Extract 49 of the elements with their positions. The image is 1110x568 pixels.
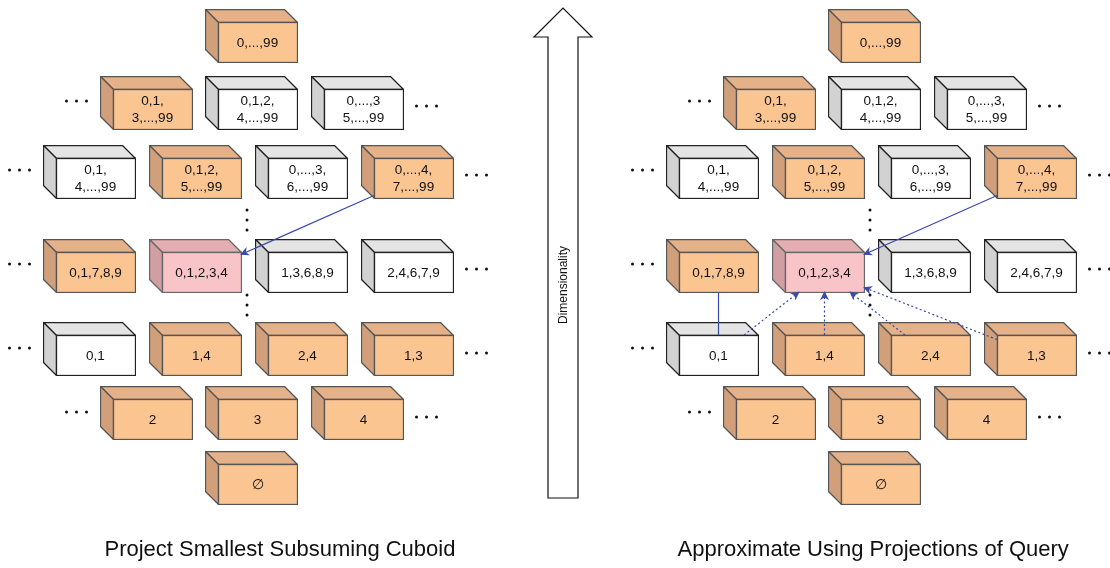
node-label: 3 — [876, 410, 885, 428]
caption-text: Approximate Using Projections of Query — [677, 536, 1069, 562]
node-label: 2 — [148, 410, 157, 428]
node-label: 0,1,7,8,9 — [69, 263, 122, 281]
node-label: 0,...,3 5,...,99 — [341, 92, 386, 126]
node-label: 2,4,6,7,9 — [387, 263, 440, 281]
node-label: 1,3,6,8,9 — [281, 263, 334, 281]
arrow — [863, 194, 998, 256]
node-label: 1,4 — [815, 346, 834, 364]
node-label: 0,1 — [709, 346, 728, 364]
node-label: 0,1,2,3,4 — [798, 263, 851, 281]
node-label: 0,1,2, 5,...,99 — [179, 161, 224, 195]
node-label: 0,...,99 — [236, 33, 279, 51]
node-label: 0,...,3, 6,...,99 — [285, 161, 330, 195]
node-label: ∅ — [251, 475, 264, 493]
node-label: 1,3 — [1027, 346, 1046, 364]
node-label: 0,1,7,8,9 — [692, 263, 745, 281]
caption-text: Project Smallest Subsuming Cuboid — [104, 536, 456, 562]
node-label: 0,...,3, 6,...,99 — [908, 161, 953, 195]
node-label: 1,4 — [192, 346, 211, 364]
arrow — [240, 194, 375, 256]
node-label: 0,1,2, 4,...,99 — [858, 92, 903, 126]
node-label: 2,4 — [921, 346, 940, 364]
node-label: 0,1, 3,...,99 — [130, 92, 175, 126]
node-label: 0,1, 4,...,99 — [696, 161, 741, 195]
node-label: 4 — [359, 410, 368, 428]
node-label: 0,...,4, 7,...,99 — [1014, 161, 1059, 195]
node-label: 0,1, 4,...,99 — [73, 161, 118, 195]
node-label: 0,1, 3,...,99 — [753, 92, 798, 126]
arrow — [743, 291, 800, 336]
node-label: 2,4 — [298, 346, 317, 364]
node-label: ∅ — [874, 475, 887, 493]
node-label: 0,1 — [86, 346, 105, 364]
node-label: 0,1,2,3,4 — [175, 263, 228, 281]
node-label: 0,...,99 — [859, 33, 902, 51]
node-label: 4 — [982, 410, 991, 428]
node-label: 0,1,2, 4,...,99 — [235, 92, 280, 126]
node-label: 0,1,2, 5,...,99 — [802, 161, 847, 195]
node-label: 1,3 — [404, 346, 423, 364]
node-label: 0,...,4, 7,...,99 — [391, 161, 436, 195]
node-label: 2 — [771, 410, 780, 428]
node-label: 3 — [253, 410, 262, 428]
node-label: 1,3,6,8,9 — [904, 263, 957, 281]
connector-line — [717, 291, 720, 336]
arrow — [863, 286, 998, 341]
arrow — [820, 291, 829, 336]
node-label: 2,4,6,7,9 — [1010, 263, 1063, 281]
node-label: 0,...,3, 5,...,99 — [964, 92, 1009, 126]
axis-label: Dimensionality — [556, 246, 570, 324]
